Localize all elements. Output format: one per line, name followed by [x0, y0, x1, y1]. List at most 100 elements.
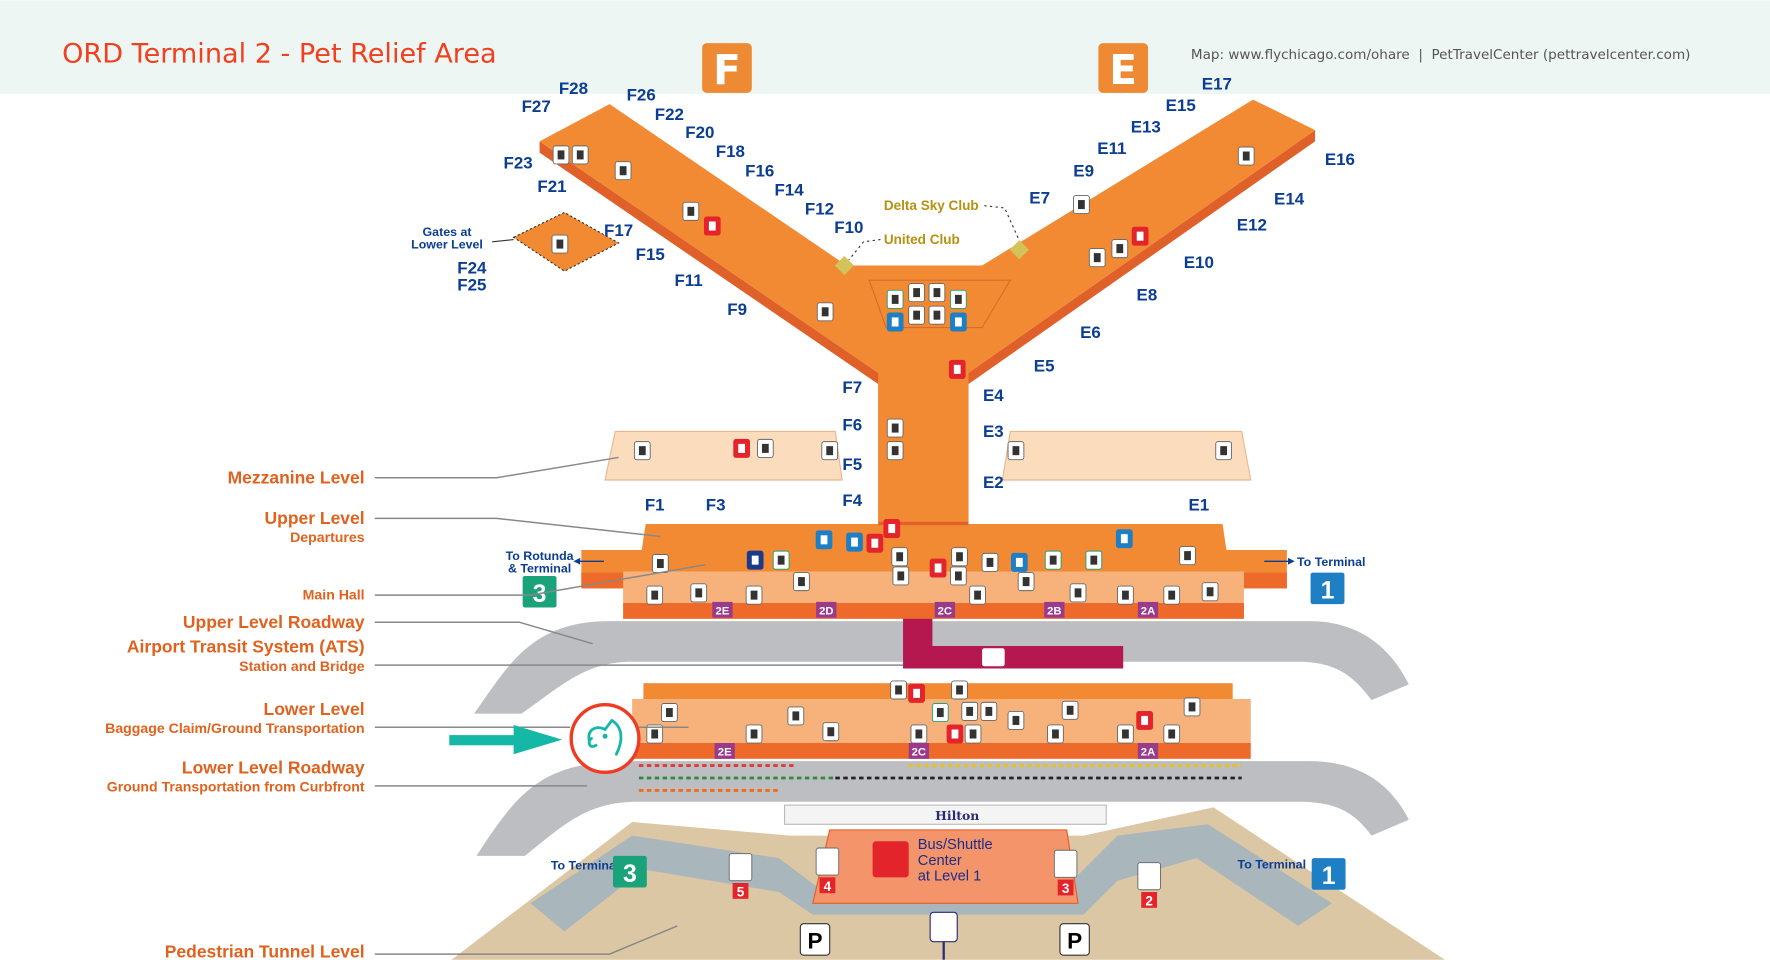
- label-pedestrian-tunnel: Pedestrian Tunnel Level: [165, 941, 365, 960]
- escalator-icon-glyph: [821, 307, 829, 317]
- label-lower-level: Lower Level: [264, 699, 365, 719]
- dog-icon: [587, 718, 623, 756]
- gate-f14: F14: [774, 181, 804, 200]
- escalator-icon-glyph: [974, 590, 981, 600]
- restroom-icon-glyph: [986, 557, 994, 567]
- gate-f3: F3: [706, 495, 726, 514]
- information-icon-glyph: [951, 729, 959, 739]
- gate-f11: F11: [674, 271, 702, 290]
- label-main-hall: Main Hall: [303, 587, 365, 603]
- aed-icon-glyph: [1136, 231, 1144, 241]
- elevator-icon-glyph: [695, 588, 703, 598]
- to-rotunda-line2: & Terminal: [508, 562, 571, 576]
- aed-icon-glyph: [708, 221, 716, 231]
- gate-e3: E3: [983, 422, 1004, 441]
- phone-icon-glyph: [1093, 253, 1101, 263]
- gate-e11: E11: [1097, 139, 1126, 158]
- svg-text:3: 3: [623, 861, 637, 888]
- header-band: [0, 0, 1770, 94]
- zone-2d-upper: [816, 601, 837, 618]
- zone-label: 2A: [1141, 746, 1155, 758]
- food-court: [868, 279, 1012, 329]
- gate-f26: F26: [627, 86, 656, 105]
- gate-e7: E7: [1029, 188, 1050, 207]
- aed-icon-glyph: [871, 538, 879, 548]
- elevator-icon: [1137, 862, 1161, 891]
- elevator-icon-glyph: [557, 150, 565, 160]
- dining-icon-glyph: [1120, 534, 1128, 544]
- terminal-1-badge-lower[interactable]: 1: [1311, 858, 1346, 890]
- elevator-number: 4: [824, 879, 832, 894]
- gate-labels: F28F27F26F22F20F18F16F14F12F10F23F21F17F…: [504, 74, 1355, 514]
- restroom-icon-glyph: [913, 288, 920, 298]
- restroom-icon-glyph: [1116, 244, 1124, 254]
- elevator-icon-glyph: [1220, 446, 1228, 456]
- elevator-icon: [1053, 849, 1078, 878]
- elevator-icon-glyph: [895, 685, 902, 695]
- tunnel-walkway: [530, 824, 1333, 932]
- escalator-icon-glyph: [1122, 729, 1129, 739]
- gate-f7: F7: [842, 378, 862, 397]
- label-mezzanine: Mezzanine Level: [228, 467, 365, 487]
- elevator-number-badge: [732, 882, 749, 899]
- gate-e14: E14: [1274, 190, 1305, 209]
- gate-f16: F16: [745, 161, 774, 180]
- to-terminal-1-lower: To Terminal: [1238, 857, 1306, 871]
- gate-f24: F24: [457, 258, 487, 277]
- elevator-icon-glyph: [638, 446, 646, 456]
- escalator-icon-glyph: [576, 150, 584, 160]
- elevator-icon-glyph: [1184, 551, 1191, 561]
- bus-center-line3: at Level 1: [918, 869, 982, 885]
- page-title: ORD Terminal 2 - Pet Relief Area: [62, 38, 497, 69]
- shuttle-icon-glyph: [1012, 715, 1020, 725]
- gate-f25: F25: [457, 275, 486, 294]
- mezzanine-left: [604, 430, 843, 481]
- zone-label: 2E: [716, 605, 730, 617]
- svg-text:F: F: [713, 46, 741, 94]
- elevator-number: 3: [1062, 881, 1070, 896]
- elevator-number-badge: [819, 877, 836, 894]
- hilton-label: Hilton: [935, 808, 979, 823]
- baggage-icon-glyph: [1066, 705, 1074, 715]
- elevator-number-badge: [1141, 892, 1158, 908]
- bus-center-line1: Bus/Shuttle: [918, 837, 993, 853]
- elevator-number-badge: [1057, 879, 1074, 896]
- pet-relief-area[interactable]: [569, 702, 641, 775]
- elevator-icon-glyph: [666, 708, 673, 718]
- phone-icon-glyph: [619, 166, 627, 176]
- gate-e17: E17: [1202, 74, 1232, 93]
- terminal-3-badge-lower[interactable]: 3: [612, 855, 647, 888]
- elevator-icon-glyph: [827, 727, 835, 737]
- restroom-icon-glyph: [897, 571, 905, 581]
- bus-center-line2: Center: [918, 853, 962, 869]
- aed-icon-glyph: [913, 688, 920, 698]
- elevator-number: 5: [737, 885, 745, 900]
- phone-icon-glyph: [933, 288, 941, 298]
- amenity-icons: [551, 145, 1255, 744]
- lower-gates-line2: Lower Level: [411, 238, 483, 252]
- terminal-1-badge-upper[interactable]: 1: [1310, 572, 1345, 605]
- dining-icon-glyph: [820, 535, 828, 545]
- gate-f9: F9: [727, 300, 747, 319]
- ats-bridge: [903, 598, 1124, 669]
- gate-e1: E1: [1188, 495, 1209, 514]
- elevator-icon-glyph: [1012, 446, 1020, 456]
- information-icon-glyph: [1141, 715, 1149, 725]
- terminal-3-badge-upper[interactable]: 3: [522, 575, 557, 608]
- gate-f28: F28: [559, 79, 588, 98]
- restroom-icon-glyph: [954, 571, 962, 581]
- gate-e16: E16: [1325, 150, 1355, 169]
- atm-icon-glyph: [777, 555, 785, 565]
- gate-e6: E6: [1080, 323, 1101, 342]
- gate-f23: F23: [504, 153, 533, 172]
- escalator-icon-glyph: [1168, 729, 1176, 739]
- restroom-icon-glyph: [891, 423, 899, 433]
- escalator-icon-glyph: [1168, 590, 1176, 600]
- gate-f20: F20: [685, 123, 714, 142]
- elevator-icon-glyph: [956, 552, 963, 562]
- lower-level-roadway: [476, 761, 1409, 856]
- source-credit: Map: www.flychicago.com/ohare | PetTrave…: [1191, 47, 1691, 63]
- zone-label: 2B: [1047, 605, 1061, 617]
